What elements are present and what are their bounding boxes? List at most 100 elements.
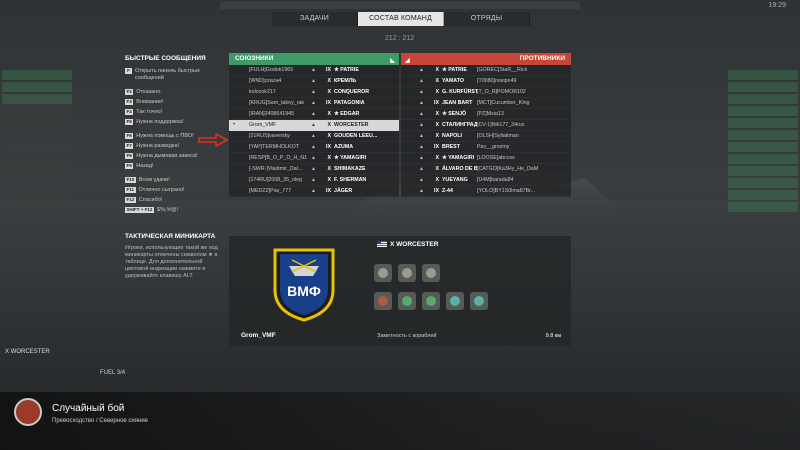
player-name: [GOREC]StaR__Rick [477, 67, 528, 73]
ship-title: ★ SENJŌ [442, 111, 467, 117]
tab-tasks[interactable]: ЗАДАЧИ [272, 12, 358, 26]
battle-mode-subtitle: Превосходство / Северное сияние [52, 418, 149, 424]
upgrade-icon[interactable] [397, 292, 416, 310]
upgrade-icon[interactable] [397, 264, 416, 282]
ship-tier: IX [433, 188, 439, 194]
upgrades-grid [374, 264, 564, 320]
upgrade-icon[interactable] [469, 292, 488, 310]
ship-tier: X [327, 133, 331, 139]
ship-class-icon: ▲ [311, 122, 316, 128]
ship-class-icon: ▲ [419, 155, 424, 161]
ship-title: КРЕМЛЬ [334, 78, 357, 84]
ship-class-icon: ▲ [311, 100, 316, 106]
key-badge: F11 [125, 187, 136, 193]
ship-title: Z-44 [442, 188, 453, 194]
player-row[interactable]: [RESP]B_O_P_O_H_N1▲X★ YAMAGIRI [229, 153, 399, 164]
quick-message-item: SHIFT + F12$%;!#@! [125, 207, 179, 213]
player-row[interactable]: ▲X★ PATRIE[GOREC]StaR__Rick [401, 65, 571, 76]
hud-fuel: FUEL 3/4 [100, 370, 126, 376]
player-name: [CATGO]Ka3Hy_He_DaM [477, 166, 539, 172]
vmf-emblem-icon: ВМФ [273, 248, 335, 322]
detectability-label: Заметность с кораблей [377, 333, 437, 339]
tab-bar: ЗАДАЧИ СОСТАВ КОМАНД ОТРЯДЫ [272, 12, 530, 26]
upgrade-icon[interactable] [421, 292, 440, 310]
player-name: [CV-1]Nik177_34rus [477, 122, 525, 128]
sort-icon[interactable]: ◢ [405, 58, 410, 64]
allies-panel: СОЮЗНИКИ ◣ [FULH]Godok1965▲IX★ PATRIE[WN… [229, 53, 399, 197]
upgrade-icon[interactable] [445, 292, 464, 310]
ship-class-icon: ▲ [419, 188, 424, 194]
upgrade-icon[interactable] [374, 292, 392, 310]
ship-tier: IX [325, 67, 331, 73]
ship-class-icon: ▲ [311, 144, 316, 150]
clock: 19:29 [768, 2, 786, 9]
key-badge: F8 [125, 153, 134, 159]
ship-title: ★ PATRIE [334, 67, 359, 73]
bottom-bar [0, 392, 800, 450]
player-name: kolcook217 [249, 89, 276, 95]
player-row[interactable]: [IRAN]2408641945▲X★ EDGAR [229, 109, 399, 120]
player-name: [WND]zzaza4 [249, 78, 282, 84]
ship-class-icon: ▲ [311, 155, 316, 161]
player-row[interactable]: [FULH]Godok1965▲IX★ PATRIE [229, 65, 399, 76]
player-name: [OLSH]Syliakman [477, 133, 519, 139]
tab-divisions[interactable]: ОТРЯДЫ [444, 12, 530, 26]
minimap-info: ТАКТИЧЕСКАЯ МИНИКАРТА Игроки, использующ… [125, 233, 225, 280]
player-name: [-SWR-]Vladimir_Dal... [249, 166, 303, 172]
quick-messages-title: БЫСТРЫЕ СООБЩЕНИЯ [125, 55, 206, 62]
key-badge: F9 [125, 163, 134, 169]
player-row[interactable]: ▲X★ YAMAGIRI[LOOSE]abccss [401, 153, 571, 164]
ship-title: ★ YAMAGIRI [442, 155, 475, 161]
ship-title: СТАЛИНГРАД [442, 122, 477, 128]
ship-tier: X [435, 122, 439, 128]
ship-name: ▲X★ YAMAGIRI [311, 153, 399, 163]
tab-team-composition[interactable]: СОСТАВ КОМАНД [358, 12, 444, 26]
player-row[interactable]: ▲X★ SENJŌ[PZ]Mxia13 [401, 109, 571, 120]
key-badge: F6 [125, 133, 134, 139]
upgrade-icon[interactable] [374, 264, 392, 282]
player-name: Grom_VMF [249, 122, 277, 128]
ship-class-icon: ▲ [311, 111, 316, 117]
key-badge: F5 [125, 119, 134, 125]
player-name: [YAP]TERMHOLKOT [249, 144, 299, 150]
sort-icon[interactable]: ◣ [390, 58, 395, 64]
ship-tier: X [327, 78, 331, 84]
upgrade-icon[interactable] [421, 264, 440, 282]
ship-title: BREST [442, 144, 460, 150]
ship-title: F. SHERMAN [334, 177, 367, 183]
detail-ship-name: X WORCESTER [377, 241, 438, 248]
key-badge: F7 [125, 143, 134, 149]
ship-class-icon: ▲ [311, 188, 316, 194]
